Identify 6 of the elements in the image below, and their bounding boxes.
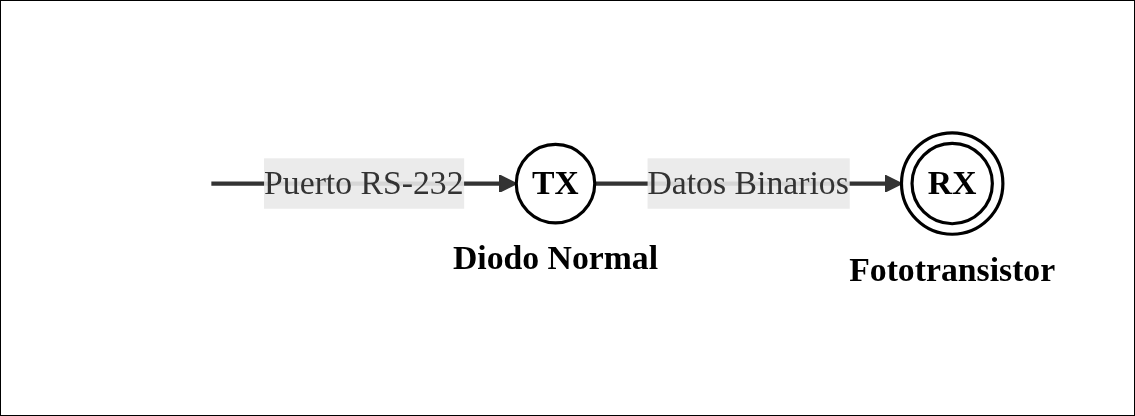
node-caption: Fototransistor xyxy=(848,250,1055,288)
node-caption: Diodo Normal xyxy=(452,239,658,277)
node-circle: RX xyxy=(899,131,1005,237)
edge-label: Puerto RS-232 xyxy=(263,164,464,201)
edge-label: Datos Binarios xyxy=(646,164,849,201)
node-circle: TX xyxy=(514,142,596,225)
